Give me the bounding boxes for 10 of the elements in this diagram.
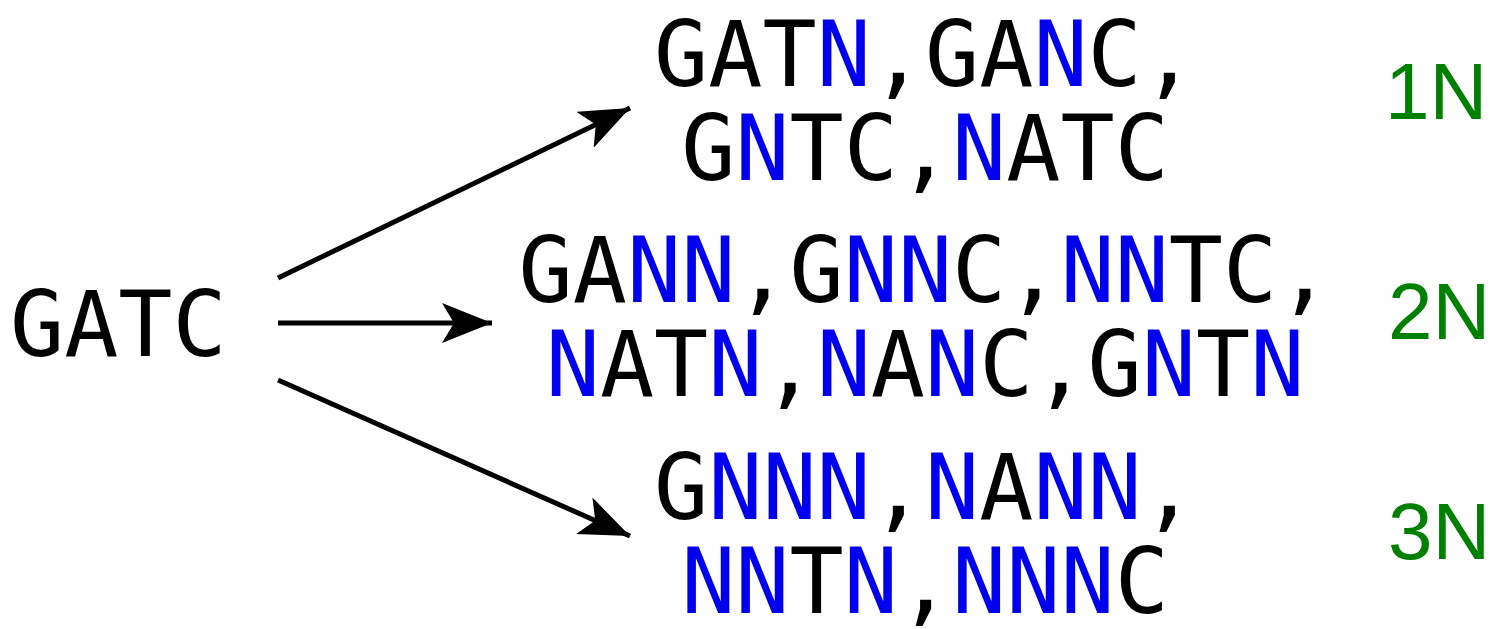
mismatch-count-label: 3N xyxy=(1388,492,1491,572)
arrow xyxy=(278,303,492,343)
sequence-text: GANN,GNNC,NNTC, NATN,NANC,GNTN xyxy=(517,224,1333,412)
arrow xyxy=(277,377,631,539)
sequence-text: GNNN,NANN, NNTN,NNNC xyxy=(653,441,1197,629)
sequence-text: GATN,GANC, GNTC,NATC xyxy=(653,8,1197,196)
mismatch-count-label: 2N xyxy=(1388,272,1491,352)
sequence-text: GATC xyxy=(10,278,227,372)
mismatch-count-label: 1N xyxy=(1385,52,1488,132)
arrow xyxy=(276,105,632,281)
